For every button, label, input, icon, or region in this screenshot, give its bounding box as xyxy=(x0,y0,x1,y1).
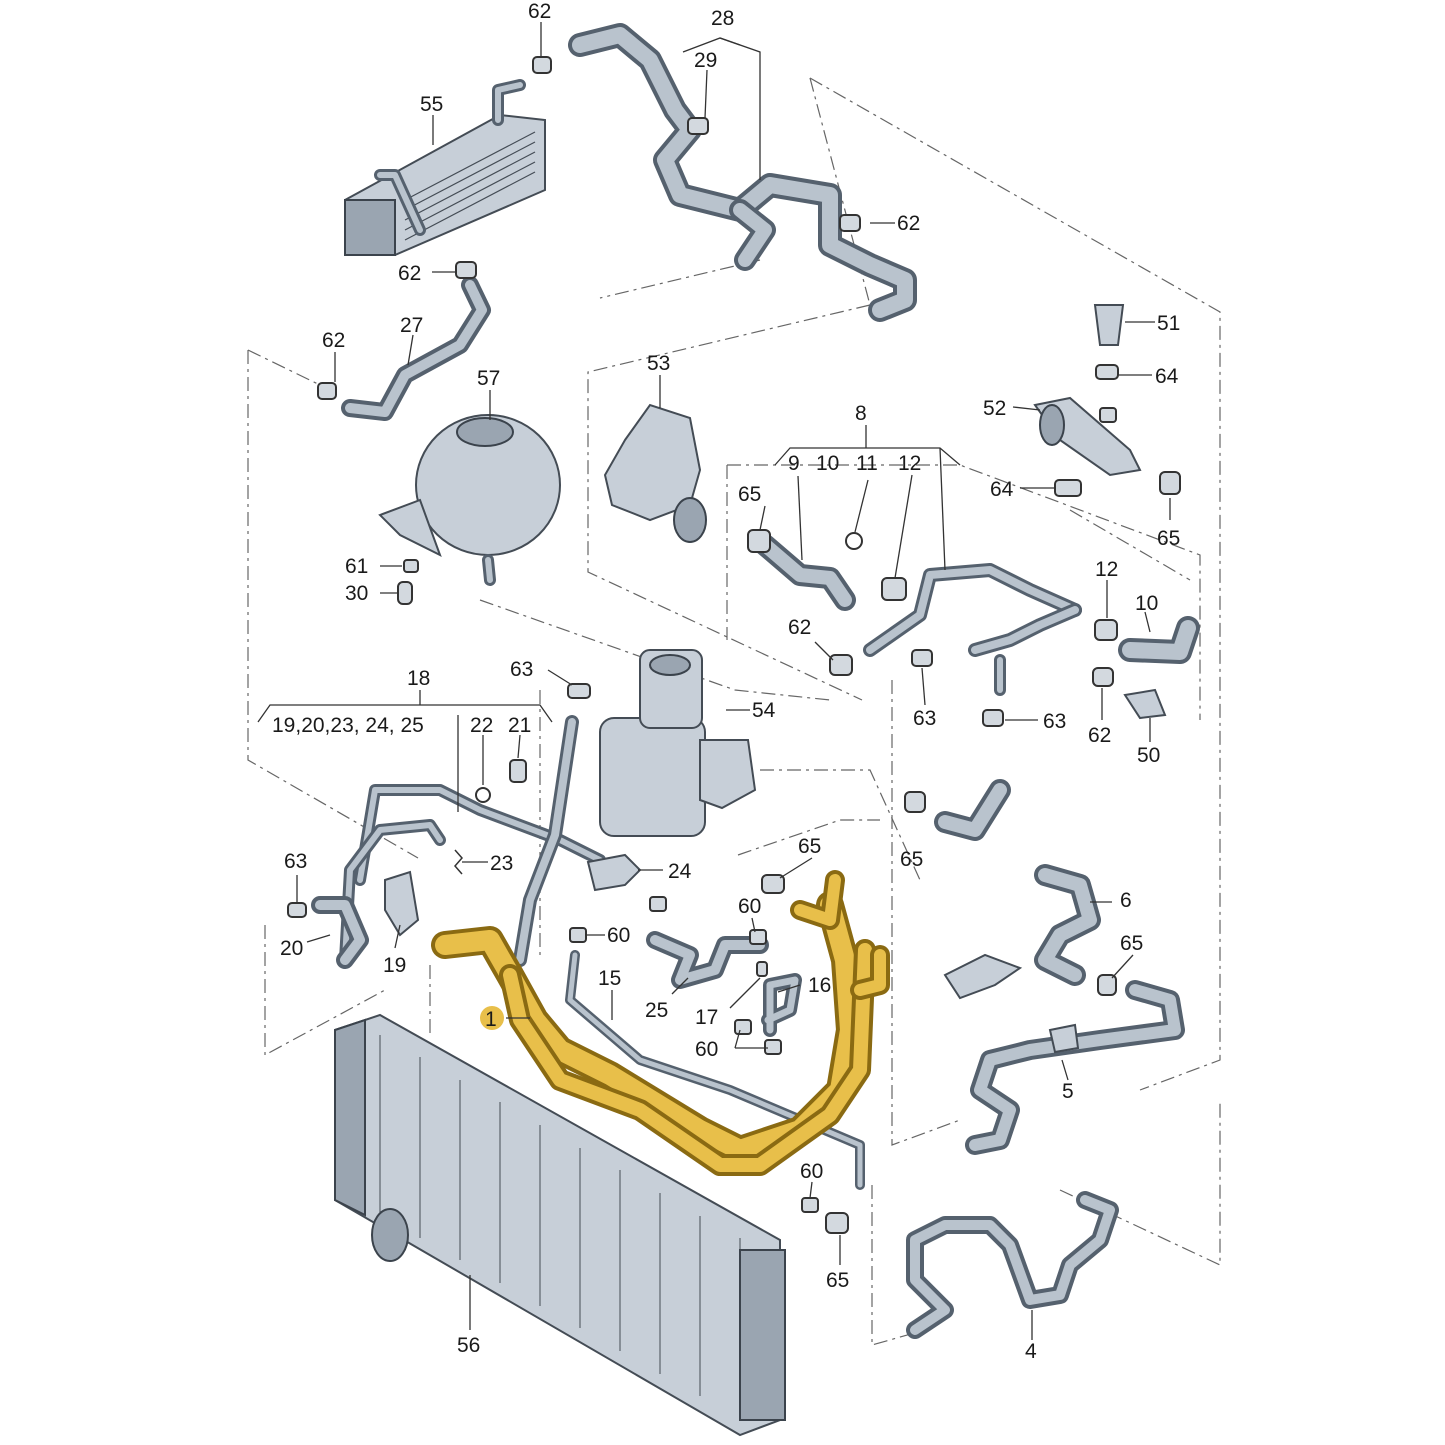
hose-part-6 xyxy=(943,864,1117,1000)
small-hoses-right xyxy=(317,56,1011,1234)
label-65: 65 xyxy=(1120,932,1143,955)
label-52: 52 xyxy=(983,397,1006,420)
hose-part-27 xyxy=(341,276,491,421)
line-part-15 xyxy=(565,950,865,1190)
expansion-tank-part-57 xyxy=(378,414,561,605)
label-62: 62 xyxy=(1088,724,1111,747)
label-51: 51 xyxy=(1157,312,1180,335)
label-15: 15 xyxy=(598,967,621,990)
callout-labels: 62 28 29 55 62 62 27 62 57 53 51 64 52 8… xyxy=(272,0,1180,1363)
label-56: 56 xyxy=(457,1334,480,1357)
label-60: 60 xyxy=(607,924,630,947)
label-62: 62 xyxy=(322,329,345,352)
label-60: 60 xyxy=(695,1038,718,1061)
hose-part-63 xyxy=(513,683,591,967)
boundary-lines xyxy=(247,77,1221,1346)
label-11: 11 xyxy=(856,452,878,475)
thermostat-housing-part-53 xyxy=(603,403,707,543)
label-10: 10 xyxy=(1135,592,1158,615)
label-18: 18 xyxy=(407,667,430,690)
label-19: 19 xyxy=(383,954,406,977)
hose-part-28 xyxy=(568,23,917,322)
label-65: 65 xyxy=(798,835,821,858)
coolant-flange-part-52 xyxy=(1033,304,1181,497)
label-62: 62 xyxy=(398,262,421,285)
oil-filter-housing-part-54 xyxy=(599,649,757,837)
coolant-pipe-assembly-part-18 xyxy=(287,759,642,969)
label-54: 54 xyxy=(752,699,776,722)
label-24: 24 xyxy=(668,860,692,883)
hose-part-4 xyxy=(906,1191,1119,1339)
label-12: 12 xyxy=(1095,558,1118,581)
oil-cooler-part-55 xyxy=(344,79,546,256)
label-10: 10 xyxy=(816,452,839,475)
label-4: 4 xyxy=(1025,1340,1037,1363)
hose-part-5 xyxy=(965,980,1185,1155)
label-5: 5 xyxy=(1062,1080,1074,1103)
label-65: 65 xyxy=(738,483,761,506)
hose-part-25 xyxy=(569,896,802,1055)
label-28: 28 xyxy=(711,7,734,30)
label-63: 63 xyxy=(1043,710,1066,733)
label-60: 60 xyxy=(738,895,761,918)
label-62: 62 xyxy=(788,616,811,639)
label-25: 25 xyxy=(645,999,668,1022)
label-30: 30 xyxy=(345,582,368,605)
label-62: 62 xyxy=(528,0,551,23)
label-61: 61 xyxy=(345,555,368,578)
label-22: 22 xyxy=(470,714,493,737)
label-64: 64 xyxy=(1155,365,1179,388)
label-23: 23 xyxy=(490,852,513,875)
label-29: 29 xyxy=(694,49,717,72)
label-12: 12 xyxy=(898,452,921,475)
coolant-hose-part-1-highlighted xyxy=(431,870,890,1176)
label-9: 9 xyxy=(788,452,800,475)
label-65: 65 xyxy=(900,848,923,871)
label-16: 16 xyxy=(808,974,831,997)
label-63: 63 xyxy=(510,658,533,681)
label-1: 1 xyxy=(485,1008,497,1031)
label-62: 62 xyxy=(897,212,920,235)
label-8: 8 xyxy=(855,402,867,425)
label-63: 63 xyxy=(913,707,936,730)
label-57: 57 xyxy=(477,367,500,390)
label-65: 65 xyxy=(826,1269,849,1292)
label-53: 53 xyxy=(647,352,670,375)
label-55: 55 xyxy=(420,93,443,116)
label-64: 64 xyxy=(990,478,1014,501)
label-6: 6 xyxy=(1120,889,1132,912)
radiator-part-56 xyxy=(334,1013,786,1437)
label-17: 17 xyxy=(695,1006,718,1029)
label-27: 27 xyxy=(400,314,423,337)
label-20: 20 xyxy=(280,937,303,960)
label-60: 60 xyxy=(800,1160,823,1183)
label-50: 50 xyxy=(1137,744,1160,767)
label-63: 63 xyxy=(284,850,307,873)
part-1-marker xyxy=(480,1006,504,1030)
label-21: 21 xyxy=(508,714,531,737)
label-18-list: 19,20,23, 24, 25 xyxy=(272,714,424,737)
leader-lines xyxy=(257,22,1171,1340)
coolant-pipe-part-8 xyxy=(754,532,1200,720)
label-65: 65 xyxy=(1157,527,1180,550)
